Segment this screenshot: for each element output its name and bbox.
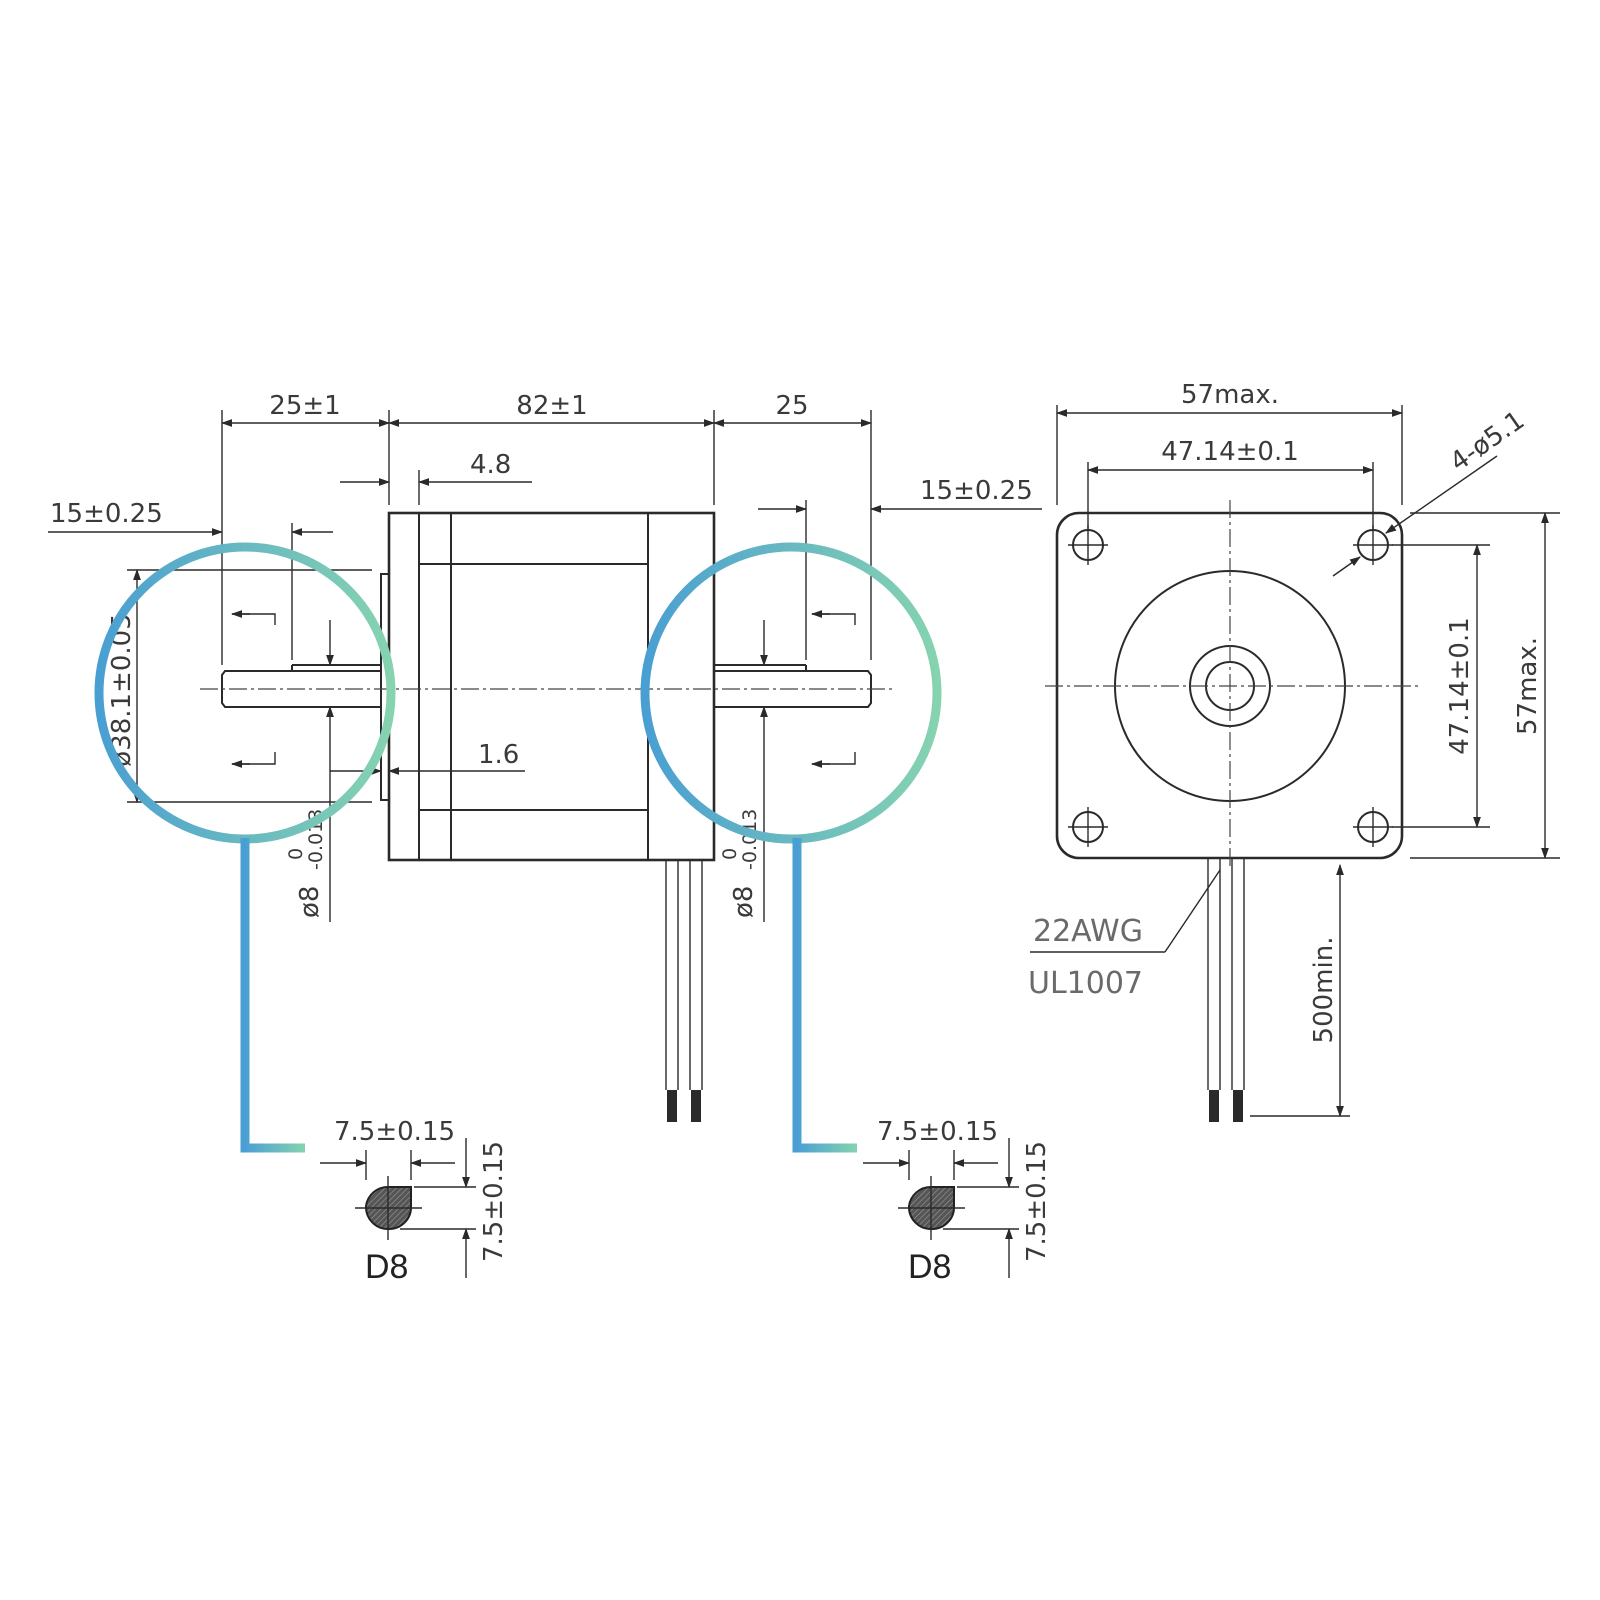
dim-pilot-thickness: 1.6 (478, 740, 519, 770)
wire-gauge-label: 22AWG (1033, 914, 1143, 949)
dim-body-length: 82±1 (516, 391, 587, 421)
dim-flat-right: 15±0.25 (920, 476, 1033, 506)
tol-upper-left: 0 (285, 848, 307, 860)
dim-mounting-holes: 4-ø5.1 (1445, 405, 1530, 477)
dim-shaft-diameter-right: ø8 (729, 886, 759, 918)
lead-wires-front (1207, 858, 1245, 1122)
tol-upper-right: 0 (719, 848, 741, 860)
wire-standard-label: UL1007 (1028, 966, 1143, 1001)
tol-lower-right: -0.013 (739, 809, 761, 870)
mounting-hole-br (1353, 807, 1393, 847)
dim-front-height: 57max. (1513, 637, 1543, 735)
mounting-hole-bl (1068, 807, 1108, 847)
shaft-section-right: 7.5±0.15 7.5±0.15 D8 (863, 1117, 1052, 1286)
section-height-left: 7.5±0.15 (479, 1141, 509, 1262)
section-height-right: 7.5±0.15 (1022, 1141, 1052, 1262)
dim-front-width: 57max. (1181, 380, 1279, 410)
section-label-right: D8 (908, 1248, 951, 1286)
dim-shaft-left: 25±1 (269, 391, 340, 421)
dim-shaft-diameter-left: ø8 (295, 886, 325, 918)
dim-hole-spacing-x: 47.14±0.1 (1161, 437, 1299, 467)
section-width-right: 7.5±0.15 (877, 1117, 998, 1147)
section-label-left: D8 (365, 1248, 408, 1286)
lead-wires-side (665, 860, 703, 1122)
highlight-right (640, 542, 942, 1153)
dim-hole-spacing-y: 47.14±0.1 (1445, 617, 1475, 755)
shaft-right (713, 670, 872, 708)
shaft-left (221, 670, 382, 708)
dim-flat-left: 15±0.25 (50, 499, 163, 529)
dim-shaft-right: 25 (775, 391, 808, 421)
side-view: 25±1 82±1 25 4.8 1.6 15±0.25 15±0.25 ø38… (48, 391, 1042, 1122)
motor-body (387, 511, 716, 862)
dim-flange-thickness: 4.8 (470, 450, 511, 480)
section-width-left: 7.5±0.15 (334, 1117, 455, 1147)
dim-lead-length: 500min. (1309, 937, 1339, 1044)
front-view: 57max. 47.14±0.1 4-ø5.1 47.14±0.1 57max.… (1028, 380, 1560, 1122)
highlight-left (94, 542, 396, 1153)
shaft-section-left: 7.5±0.15 7.5±0.15 D8 (320, 1117, 509, 1286)
